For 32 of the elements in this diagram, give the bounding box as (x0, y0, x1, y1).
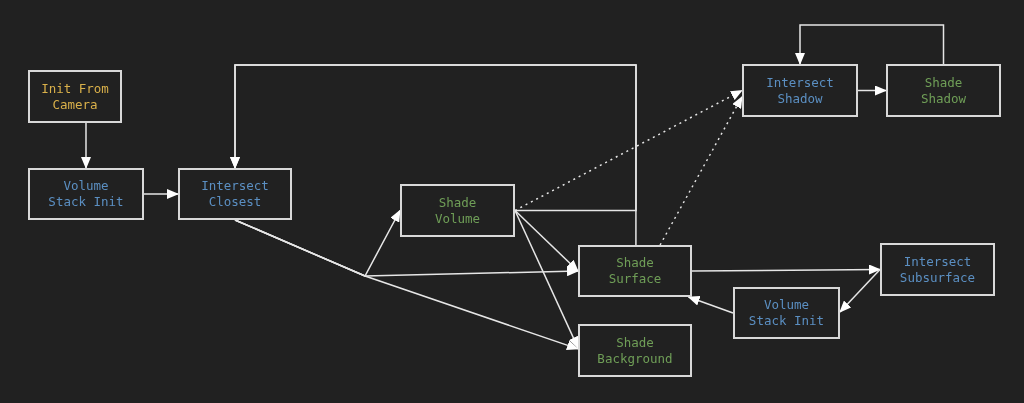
node-label: Shade Shadow (919, 74, 968, 107)
arrow (691, 264, 881, 275)
node-label: Intersect Shadow (765, 74, 835, 107)
process-box (886, 64, 1001, 117)
arrow (839, 268, 881, 313)
process-box (400, 184, 515, 237)
node-label: Shade Background (596, 334, 674, 367)
node-label: Volume Stack Init (47, 178, 125, 210)
arrow (687, 296, 734, 314)
process-box (28, 70, 122, 123)
arrow (234, 219, 579, 351)
arrow (857, 85, 887, 96)
process-box (578, 245, 692, 297)
process-box (880, 243, 995, 296)
node-label: Intersect Subsurface (898, 253, 977, 286)
process-box (28, 168, 144, 220)
dotted-arrow (659, 96, 743, 246)
arrow (795, 24, 945, 65)
node-label: Init From Camera (40, 80, 110, 113)
process-box (733, 287, 840, 339)
process-box (742, 64, 858, 117)
process-box (178, 168, 292, 220)
node-label: Shade Volume (433, 194, 482, 227)
process-box (578, 324, 692, 377)
arrow (143, 189, 179, 199)
arrow (230, 64, 637, 246)
node-label: Volume Stack Init (747, 297, 826, 329)
arrow (81, 122, 91, 169)
dotted-arrow (514, 89, 743, 212)
node-label: Intersect Closest (200, 178, 270, 210)
arrow (514, 209, 579, 272)
node-label: Shade Surface (607, 255, 663, 287)
